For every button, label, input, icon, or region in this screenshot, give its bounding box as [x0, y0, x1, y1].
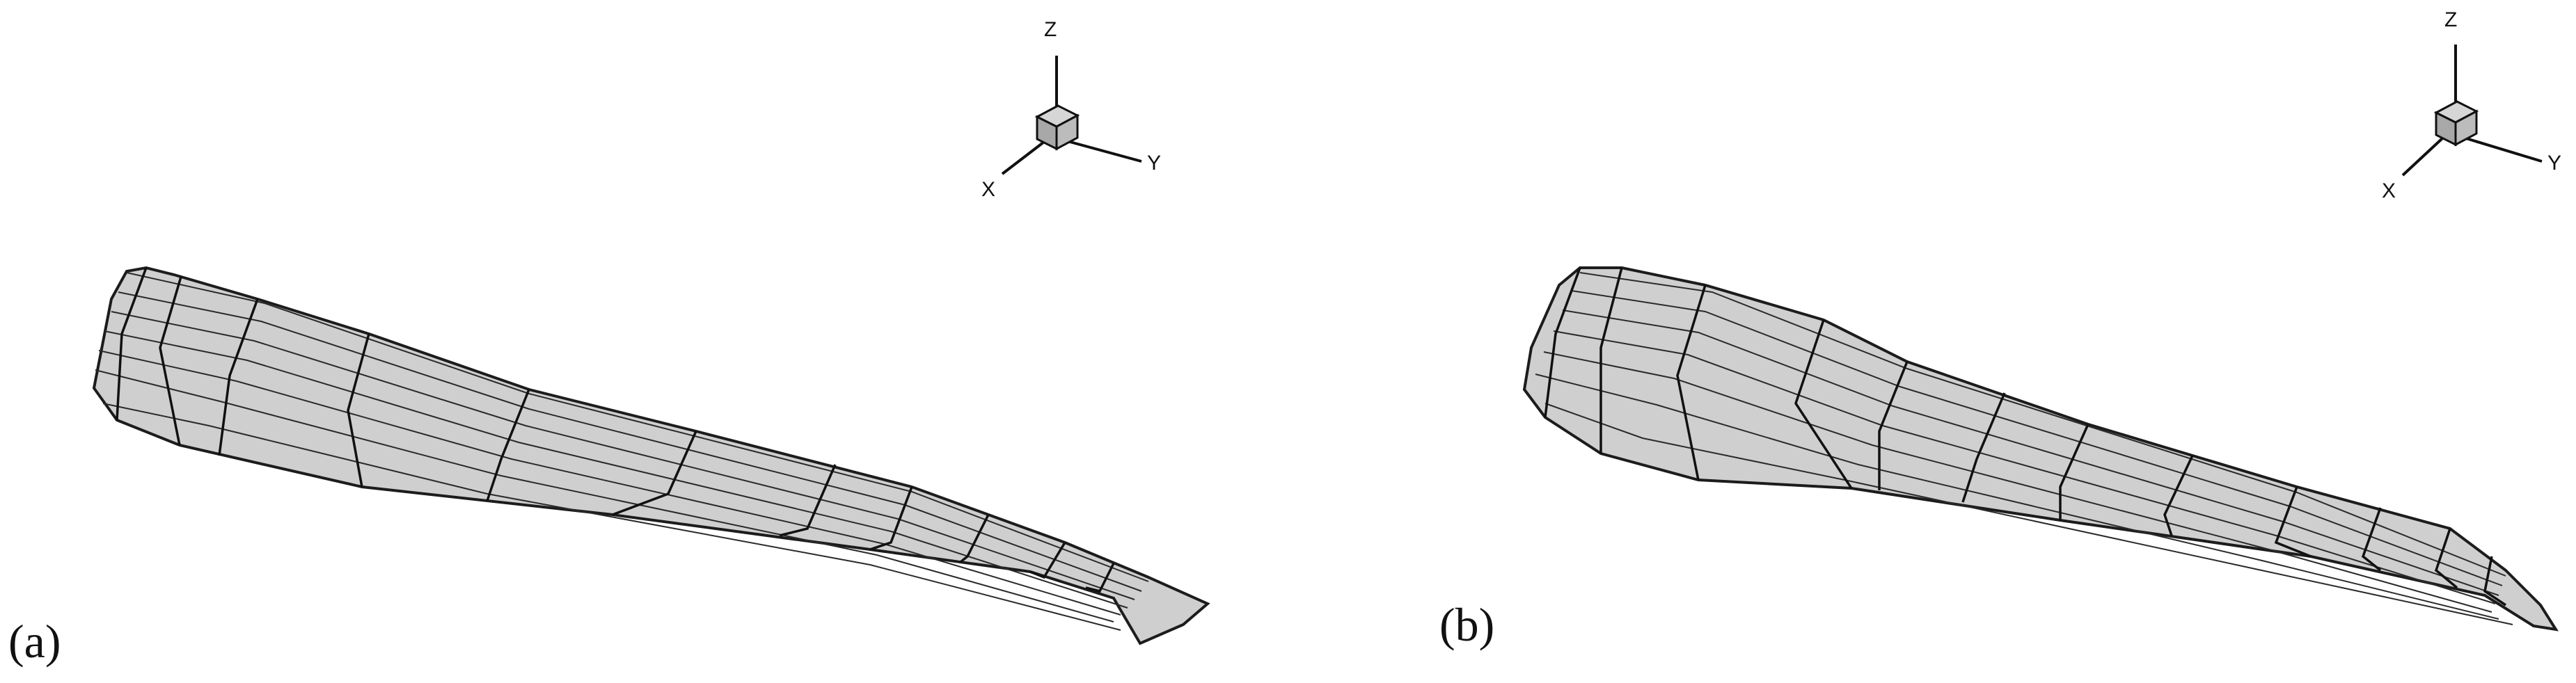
panel-b-axis-x-label: X [2382, 179, 2396, 202]
panel-b-axis-z-label: Z [2444, 8, 2457, 31]
panel-a-axis-triad: Z Y X [981, 18, 1161, 201]
panel-a-label: (a) [8, 615, 61, 668]
panel-b: Z Y X [1522, 8, 2561, 632]
panel-b-label: (b) [1439, 598, 1495, 651]
panel-a-axis-z-label: Z [1044, 18, 1057, 41]
panel-b-axis-triad: Z Y X [2382, 8, 2561, 202]
panel-a-mesh-chordwise [116, 267, 1115, 593]
panel-b-mesh-spanwise [1535, 272, 2513, 625]
panel-a: Z Y X [92, 18, 1210, 645]
panel-b-axis-y-label: Y [2547, 152, 2561, 175]
panel-a-axis-y-label: Y [1147, 152, 1161, 175]
panel-b-mesh-chordwise [1544, 267, 2506, 606]
panel-a-wing-surface [92, 266, 1210, 645]
panel-a-axis-x-label: X [981, 178, 995, 201]
panel-b-wing-surface [1522, 266, 2559, 632]
